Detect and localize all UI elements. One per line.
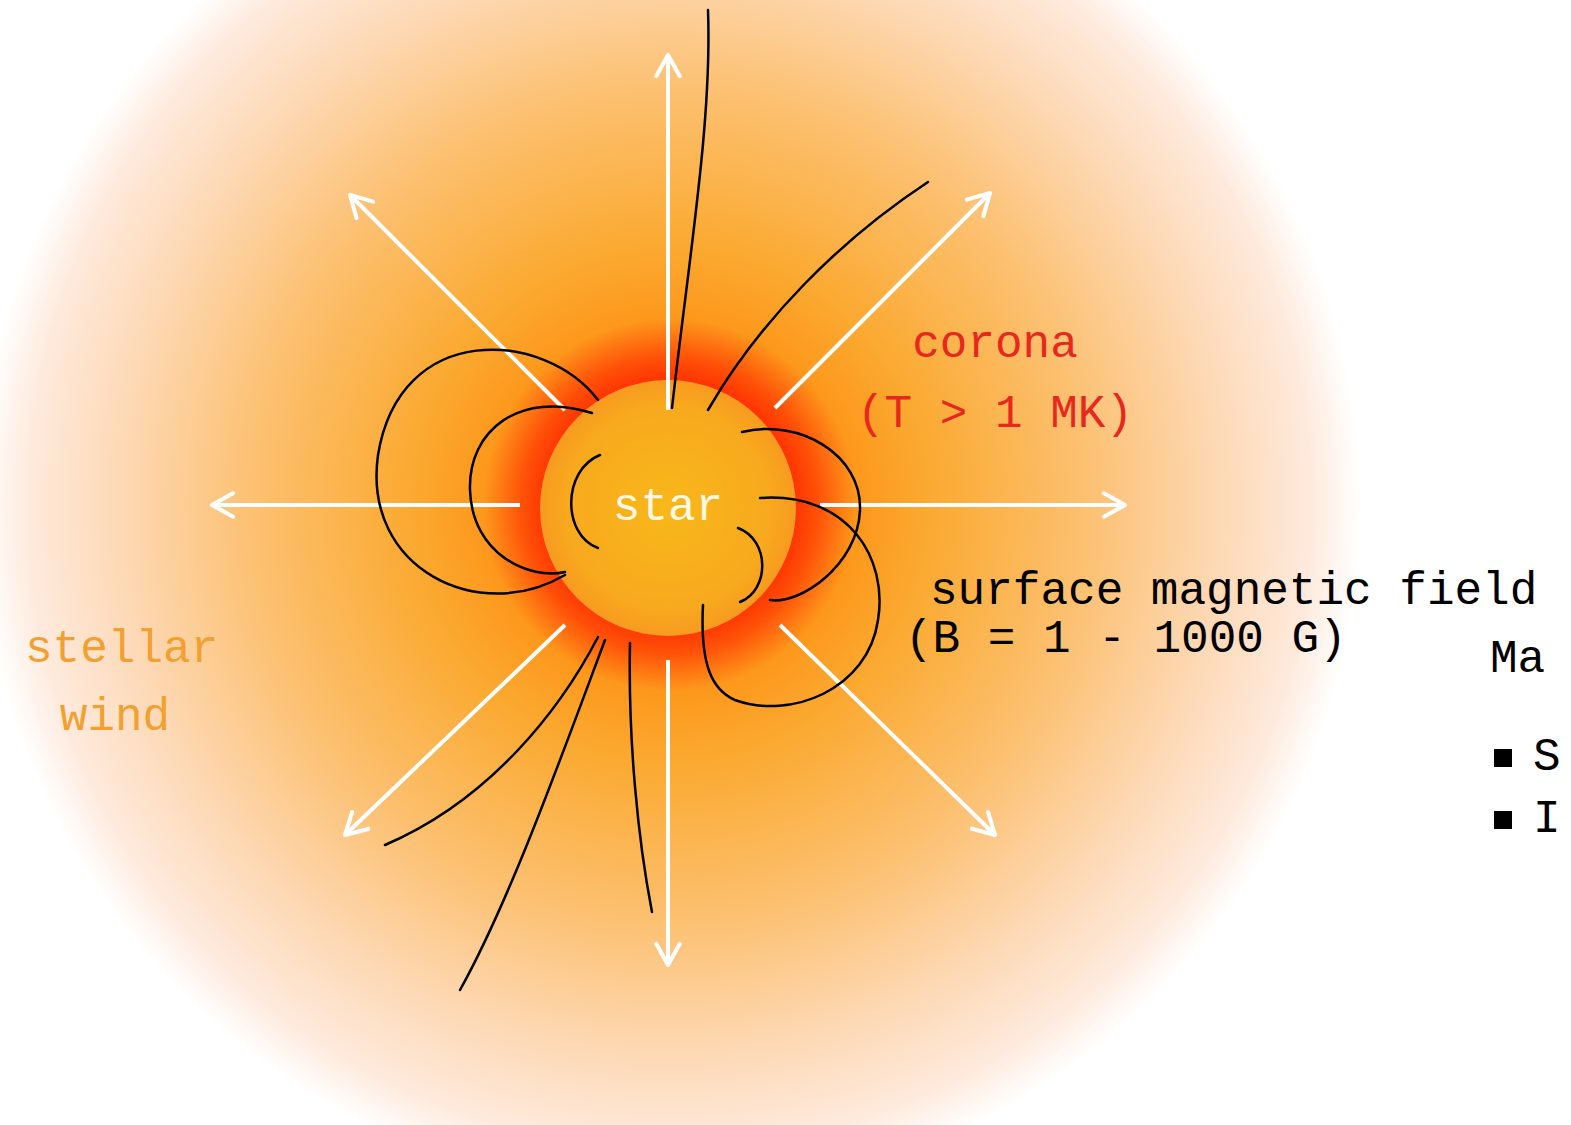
star-circle [540, 380, 796, 636]
annotation-label: (T > 1 MK) [857, 381, 1133, 449]
label-box: Ma [1490, 626, 1545, 694]
open-field-line [460, 640, 605, 990]
label-box: stellar wind [25, 616, 205, 752]
label-box: corona [912, 311, 1078, 379]
label-box: (T > 1 MK) [857, 381, 1133, 449]
wind-arrow [666, 660, 670, 965]
annotation-label: I [1533, 786, 1561, 854]
star-label: star [613, 474, 723, 542]
wind-arrow [820, 503, 1125, 507]
wind-arrows [212, 55, 1125, 965]
annotation-label: corona [912, 311, 1078, 379]
annotation-label: (B = 1 - 1000 G) [905, 606, 1347, 674]
annotation-label: S [1533, 724, 1561, 792]
field-lines [377, 10, 928, 990]
label-box: (B = 1 - 1000 G) [905, 606, 1347, 674]
open-field-line [672, 10, 708, 408]
corona-glow [0, 0, 1360, 1125]
wind-arrow [345, 625, 565, 835]
bullet-square [1494, 749, 1512, 767]
wind-arrow [212, 503, 520, 507]
annotation-label: stellar wind [25, 616, 205, 752]
label-box: S [1533, 724, 1561, 792]
open-field-line [708, 182, 928, 410]
wind-arrow [666, 55, 670, 410]
wind-arrow [775, 193, 990, 408]
wind-arrow [350, 195, 565, 410]
label-box: I [1533, 786, 1561, 854]
star-node: star [540, 380, 796, 636]
open-field-line [630, 643, 652, 912]
bullet-square [1494, 811, 1512, 829]
annotation-label: Ma [1490, 626, 1545, 694]
